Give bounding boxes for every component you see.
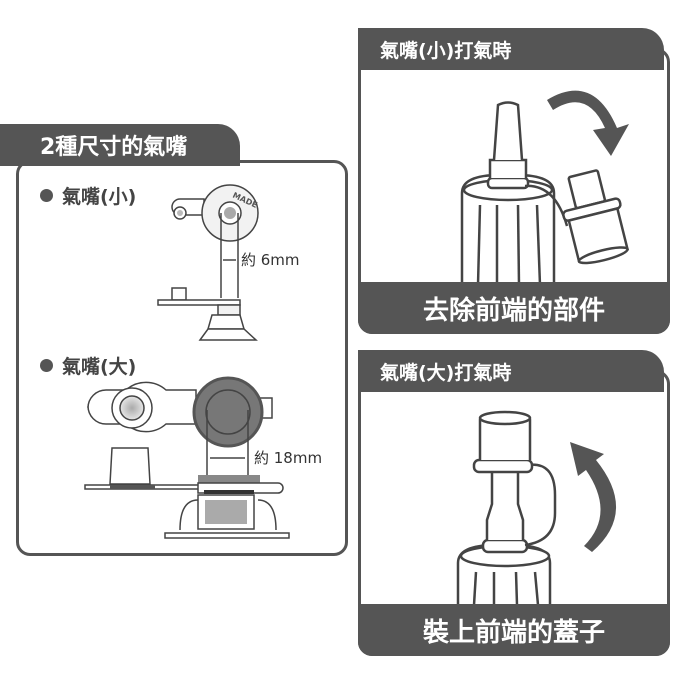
bullet-icon	[40, 359, 53, 372]
curved-arrow-clockwise-icon	[547, 90, 629, 156]
bullet-icon	[40, 189, 53, 202]
left-panel-frame	[16, 160, 348, 556]
large-valve-illustration	[84, 376, 290, 539]
large-valve-label-text: 氣嘴(大)	[62, 356, 137, 378]
bottom-right-panel-title: 氣嘴(大)打氣時	[358, 350, 664, 392]
large-valve-dimension: 約 18mm	[254, 449, 323, 467]
small-valve-dimension: 約 6mm	[241, 251, 300, 269]
small-valve-label-text: 氣嘴(小)	[62, 186, 137, 208]
bottom-right-caption: 裝上前端的蓋子	[358, 604, 670, 656]
top-right-caption: 去除前端的部件	[358, 282, 670, 334]
small-valve-illustration: MADE	[157, 184, 259, 341]
small-valve-label: 氣嘴(小)	[40, 182, 136, 209]
large-valve-label: 氣嘴(大)	[40, 352, 136, 379]
top-right-panel-title: 氣嘴(小)打氣時	[358, 28, 664, 70]
left-panel-title: 2種尺寸的氣嘴	[0, 124, 240, 166]
curved-arrow-counterclockwise-icon	[570, 442, 617, 552]
